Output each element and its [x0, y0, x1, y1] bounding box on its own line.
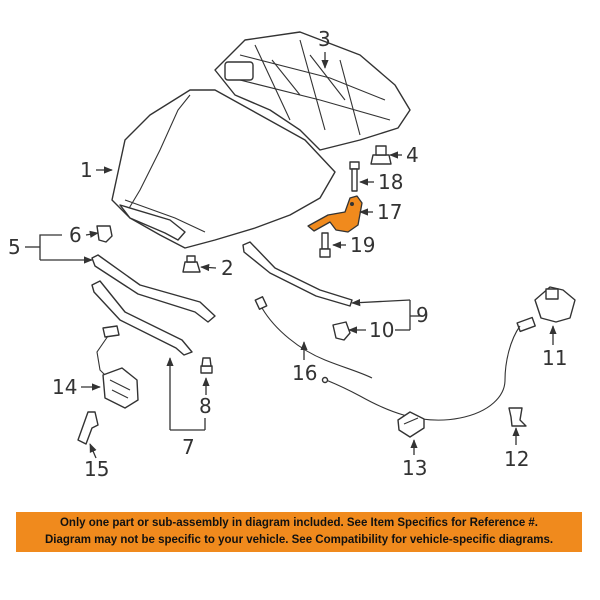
callout-labels: 1 2 3 4 5 6 7 8 9 10 11 12 13 14 15 16 1… — [8, 27, 567, 481]
callout-5: 5 — [8, 235, 21, 259]
weatherstrip-7 — [91, 280, 193, 356]
callout-11: 11 — [542, 346, 567, 370]
bumper-4 — [370, 145, 392, 165]
disclaimer-line-2: Diagram may not be specific to your vehi… — [44, 534, 554, 546]
callout-10: 10 — [369, 318, 394, 342]
callout-3: 3 — [318, 27, 331, 51]
callout-15: 15 — [84, 457, 109, 481]
callout-17: 17 — [377, 200, 402, 224]
lock-assembly-14 — [96, 325, 139, 409]
callout-7: 7 — [182, 435, 195, 459]
callout-9: 9 — [416, 303, 429, 327]
nut-2 — [182, 255, 201, 273]
callout-16: 16 — [292, 361, 317, 385]
callout-6: 6 — [69, 223, 82, 247]
release-cable-16 — [254, 296, 373, 379]
clip-8 — [200, 357, 213, 374]
hood-insulator — [214, 31, 411, 151]
leader-lines — [25, 52, 557, 459]
callout-13: 13 — [402, 456, 427, 480]
disclaimer-banner: Only one part or sub-assembly in diagram… — [16, 512, 582, 552]
clip-13 — [397, 411, 425, 438]
callout-8: 8 — [199, 394, 212, 418]
bumper-10 — [332, 321, 351, 341]
callout-1: 1 — [80, 158, 93, 182]
hood-hinge-17 — [307, 195, 363, 233]
callout-19: 19 — [350, 233, 375, 257]
bolt-18 — [349, 161, 360, 192]
clip-12 — [508, 407, 527, 427]
callout-14: 14 — [52, 375, 77, 399]
disclaimer-line-1: Only one part or sub-assembly in diagram… — [59, 517, 539, 529]
callout-4: 4 — [406, 143, 419, 167]
bracket-15 — [77, 411, 99, 445]
hood-panel — [111, 89, 336, 249]
callout-12: 12 — [504, 447, 529, 471]
seal-9 — [242, 241, 353, 307]
callout-18: 18 — [378, 170, 403, 194]
callout-2: 2 — [221, 256, 234, 280]
hood-latch-11 — [321, 286, 576, 421]
seal-6 — [96, 225, 113, 243]
bolt-19 — [319, 232, 331, 258]
weatherstrip-5 — [91, 254, 216, 323]
